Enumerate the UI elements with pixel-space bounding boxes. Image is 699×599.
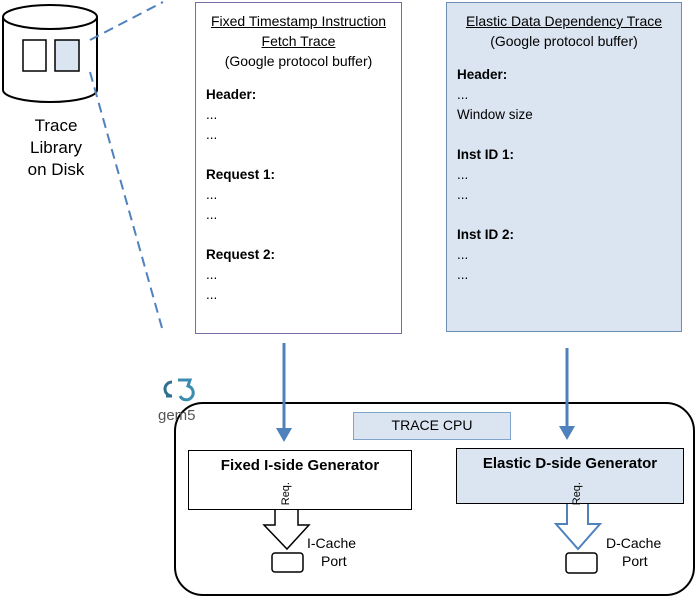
fixed-trace-title-line: Fixed Timestamp Instruction (210, 13, 387, 29)
icache-port-label-line: I-Cache (307, 535, 357, 551)
dcache-req-label: Req. (571, 482, 583, 506)
fixed-generator-box: Fixed I-side Generator (188, 450, 412, 510)
trace-line: ... (206, 187, 218, 202)
trace-line: ... (206, 267, 218, 282)
gem5-logo: gem5 (156, 376, 200, 424)
fixed-trace-subtitle: (Google protocol buffer) (224, 53, 373, 69)
trace-line: ... (457, 267, 469, 282)
dcache-port-label-line: Port (622, 553, 648, 569)
fixed-trace-arrow-icon (276, 343, 292, 442)
disk-label: Trace Library on Disk (16, 115, 96, 181)
trace-line: ... (206, 207, 218, 222)
trace-section-heading: Header: (206, 87, 257, 102)
dcache-port-box (565, 552, 598, 574)
dashed-connector-top (89, 1, 164, 41)
disk-cylinder-icon (1, 4, 98, 103)
icache-port-label: I-Cache Port (307, 534, 356, 570)
disk-label-line: Trace (34, 116, 78, 135)
fixed-trace-content: Header:...... Request 1:...... Request 2:.… (206, 85, 391, 305)
elastic-trace-arrow-icon (559, 348, 575, 440)
trace-section-heading: Request 1: (206, 167, 276, 182)
elastic-trace-title: Elastic Data Dependency Trace (465, 13, 663, 29)
elastic-trace-box: Elastic Data Dependency Trace (Google pr… (446, 2, 682, 332)
trace-line (457, 205, 671, 225)
gem5-logo-text: gem5 (158, 407, 196, 424)
fixed-trace-box: Fixed Timestamp Instruction Fetch Trace … (195, 2, 402, 334)
gem5-logo-icon: gem5 (158, 378, 196, 424)
icache-req-label: Req. (280, 482, 292, 506)
trace-line (457, 125, 671, 145)
trace-section-heading: Inst ID 2: (457, 227, 515, 242)
disk-label-line: Library (30, 138, 82, 157)
fixed-trace-title-line: Fetch Trace (261, 33, 336, 49)
dcache-port-label-line: D-Cache (606, 535, 662, 551)
fixed-trace-title: Fixed Timestamp Instruction Fetch Trace (206, 11, 391, 51)
trace-line (206, 225, 391, 245)
trace-line: ... (206, 287, 218, 302)
icache-port-label-line: Port (321, 553, 347, 569)
trace-line: ... (457, 247, 469, 262)
elastic-trace-subtitle: (Google protocol buffer) (490, 33, 638, 49)
trace-line: ... (457, 167, 469, 182)
disk-label-line: on Disk (27, 160, 85, 179)
dcache-port-label: D-Cache Port (606, 534, 661, 570)
trace-line: ... (206, 127, 218, 142)
trace-section-heading: Header: (457, 67, 508, 82)
trace-section-heading: Inst ID 1: (457, 147, 515, 162)
trace-section-heading: Request 2: (206, 247, 276, 262)
trace-line: Window size (457, 107, 533, 122)
trace-line: ... (457, 187, 469, 202)
trace-line: ... (457, 87, 469, 102)
trace-line: ... (206, 107, 218, 122)
trace-cpu-label: TRACE CPU (353, 412, 511, 440)
icache-port-box (271, 552, 304, 573)
trace-line (206, 145, 391, 165)
elastic-generator-box: Elastic D-side Generator (456, 448, 684, 504)
dashed-connector-bottom (89, 71, 163, 329)
